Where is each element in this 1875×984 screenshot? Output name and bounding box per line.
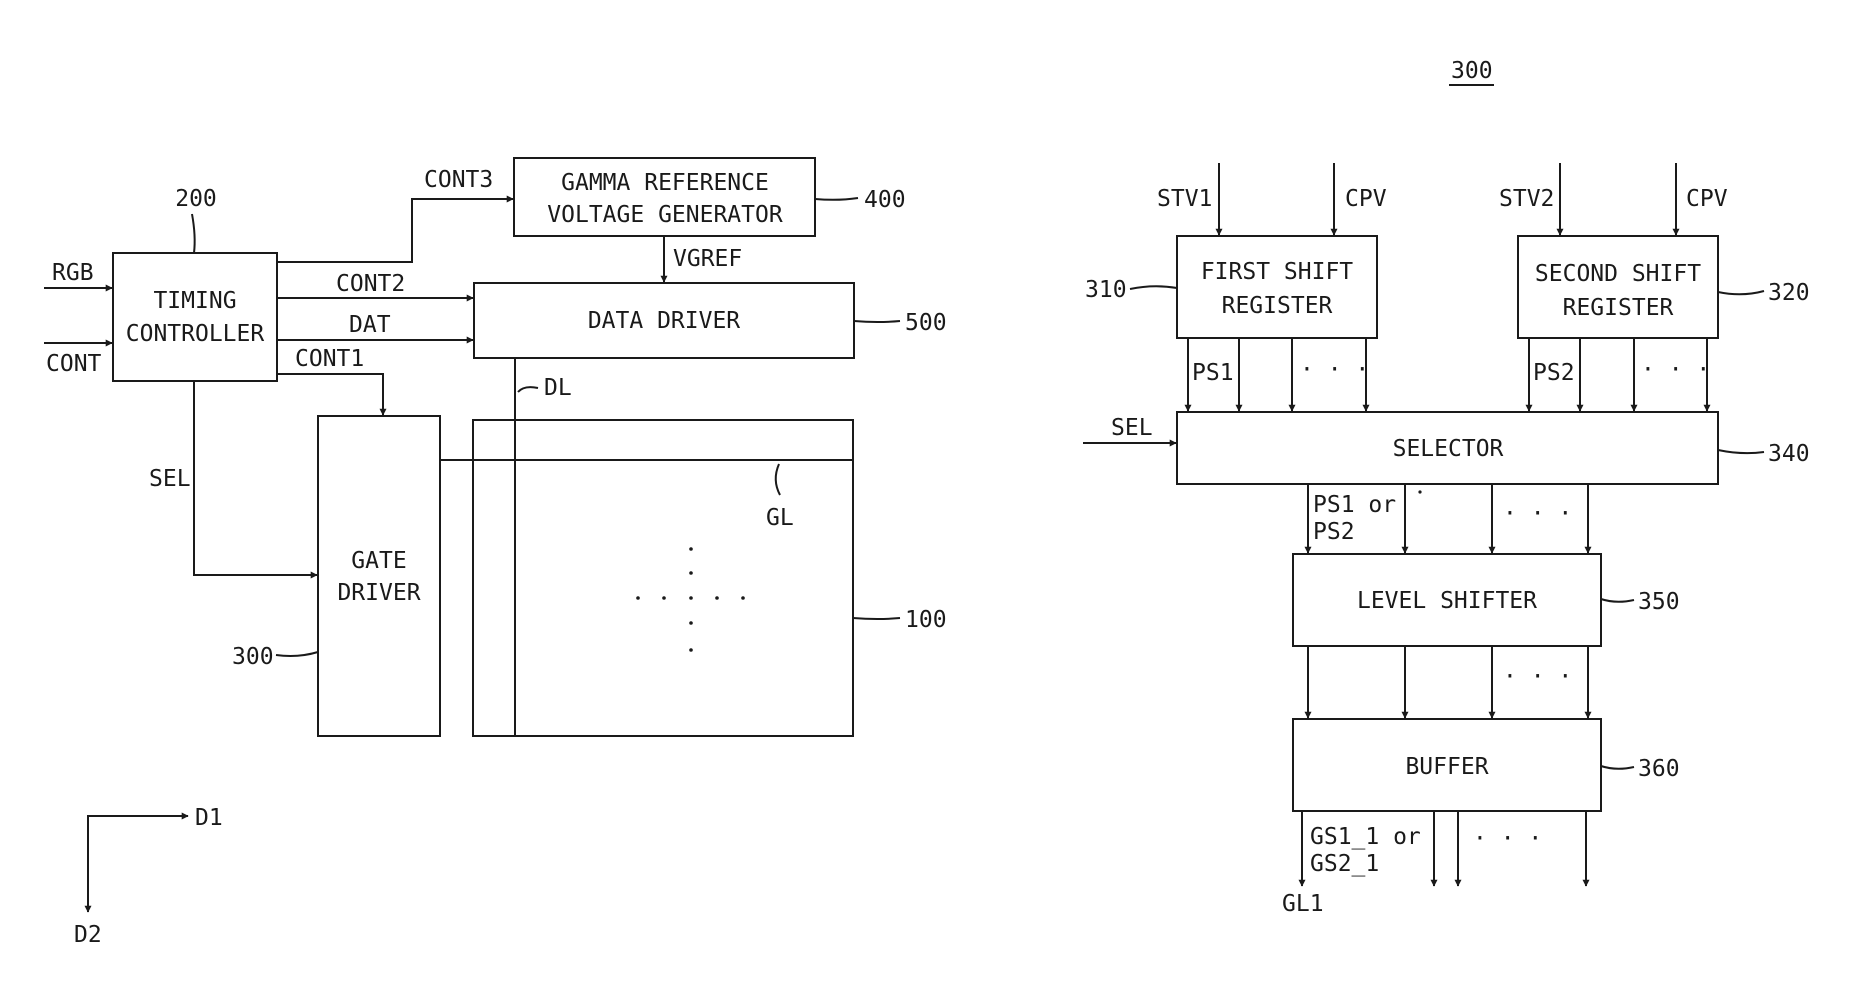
sr1-dots: · · · xyxy=(1300,357,1369,383)
gate-driver-box xyxy=(318,416,440,736)
second-shift-register-ref: 320 xyxy=(1768,280,1810,306)
data-driver-label: DATA DRIVER xyxy=(588,308,740,334)
timing-controller-ref: 200 xyxy=(175,186,217,212)
second-shift-register-box xyxy=(1518,236,1718,338)
direction-axes xyxy=(88,816,188,911)
signal-ps1-or: PS1 or xyxy=(1313,492,1396,518)
first-shift-register-line1: FIRST SHIFT xyxy=(1201,259,1353,285)
signal-ps1: PS1 xyxy=(1192,360,1234,386)
signal-gl1: GL1 xyxy=(1282,891,1324,917)
signal-gs-or: GS1_1 or xyxy=(1310,824,1421,850)
signal-cont2: CONT2 xyxy=(336,271,405,297)
second-shift-register-leader xyxy=(1718,291,1764,294)
buffer-leader xyxy=(1601,766,1634,769)
timing-controller-line1: TIMING xyxy=(153,288,236,314)
second-shift-register-line2: REGISTER xyxy=(1563,295,1674,321)
gamma-generator-leader xyxy=(815,198,858,200)
second-shift-register-line1: SECOND SHIFT xyxy=(1535,261,1701,287)
signal-stv1: STV1 xyxy=(1157,186,1212,212)
buf-dots: · · · xyxy=(1473,826,1542,852)
sel-stray-dot xyxy=(1418,490,1421,493)
data-line-leader xyxy=(518,387,538,392)
signal-sel-right: SEL xyxy=(1111,415,1153,441)
data-driver-leader xyxy=(854,321,900,322)
signal-cpv-2: CPV xyxy=(1686,186,1728,212)
gate-driver-leader xyxy=(276,652,318,656)
left-block-diagram: TIMING CONTROLLER 200 RGB CONT GAMMA REF… xyxy=(44,158,947,948)
signal-rgb: RGB xyxy=(52,260,94,286)
signal-ps2-or: PS2 xyxy=(1313,519,1355,545)
signal-cont: CONT xyxy=(46,351,102,377)
gate-driver-line1: GATE xyxy=(351,548,406,574)
timing-controller-leader xyxy=(192,214,195,253)
first-shift-register-line2: REGISTER xyxy=(1222,293,1333,319)
first-shift-register-leader xyxy=(1130,286,1177,289)
signal-dat: DAT xyxy=(349,312,391,338)
axis-d1: D1 xyxy=(195,805,223,831)
signal-cont1: CONT1 xyxy=(295,346,364,372)
timing-controller-line2: CONTROLLER xyxy=(126,321,265,347)
level-shifter-ref: 350 xyxy=(1638,589,1680,615)
signal-gl: GL xyxy=(766,505,794,531)
gamma-generator-line2: VOLTAGE GENERATOR xyxy=(547,202,783,228)
signal-stv2: STV2 xyxy=(1499,186,1554,212)
gate-driver-ref: 300 xyxy=(232,644,274,670)
gamma-generator-ref: 400 xyxy=(864,187,906,213)
signal-dl: DL xyxy=(544,375,572,401)
signal-ps2: PS2 xyxy=(1533,360,1575,386)
gamma-generator-line1: GAMMA REFERENCE xyxy=(561,170,769,196)
signal-gs2: GS2_1 xyxy=(1310,851,1379,877)
display-panel-leader xyxy=(853,618,900,619)
display-panel-box xyxy=(473,420,853,736)
selector-leader xyxy=(1718,450,1764,453)
timing-controller-box xyxy=(113,253,277,381)
right-block-diagram: 300 FIRST SHIFT REGISTER 310 STV1 CPV SE… xyxy=(1083,58,1810,917)
signal-cpv-1: CPV xyxy=(1345,186,1387,212)
signal-vgref: VGREF xyxy=(673,246,742,272)
data-driver-ref: 500 xyxy=(905,310,947,336)
ls-dots: · · · xyxy=(1503,664,1572,690)
cont1-arrow xyxy=(277,374,383,415)
level-shifter-leader xyxy=(1601,599,1634,602)
signal-sel: SEL xyxy=(149,466,191,492)
signal-cont3: CONT3 xyxy=(424,167,493,193)
cont3-arrow xyxy=(277,199,513,262)
first-shift-register-ref: 310 xyxy=(1085,277,1127,303)
figure-title: 300 xyxy=(1451,58,1493,84)
selector-label: SELECTOR xyxy=(1393,436,1504,462)
sel-dots: · · · xyxy=(1503,501,1572,527)
level-shifter-label: LEVEL SHIFTER xyxy=(1357,588,1537,614)
sr2-dots: · · · xyxy=(1641,357,1710,383)
selector-ref: 340 xyxy=(1768,441,1810,467)
gate-driver-line2: DRIVER xyxy=(337,580,420,606)
first-shift-register-box xyxy=(1177,236,1377,338)
buffer-ref: 360 xyxy=(1638,756,1680,782)
display-panel-ref: 100 xyxy=(905,607,947,633)
sel-arrow xyxy=(194,381,317,575)
axis-d2: D2 xyxy=(74,922,102,948)
buffer-label: BUFFER xyxy=(1405,754,1488,780)
